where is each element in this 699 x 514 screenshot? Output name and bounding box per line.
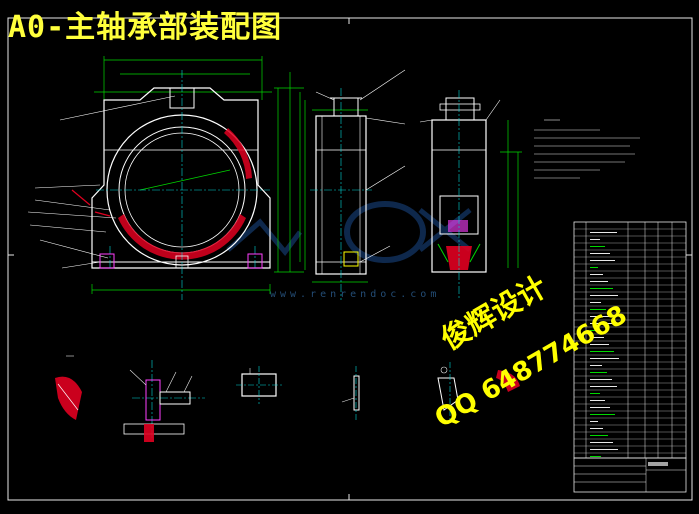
side-view-2	[419, 90, 522, 300]
drawing-title: A0-主轴承部装配图	[8, 10, 283, 45]
logo-watermark	[226, 201, 472, 263]
parts-list-table	[573, 221, 687, 493]
detail-view-4	[341, 366, 360, 420]
outer-frame	[7, 17, 693, 501]
technical-notes	[534, 119, 640, 179]
side-view-1	[304, 69, 406, 300]
site-watermark: www.renrendoc.com	[270, 289, 441, 300]
detail-view-5	[437, 362, 520, 420]
front-view	[27, 56, 304, 300]
detail-view-3	[236, 366, 282, 404]
detail-view-1	[55, 355, 82, 420]
detail-view-2	[123, 360, 205, 442]
